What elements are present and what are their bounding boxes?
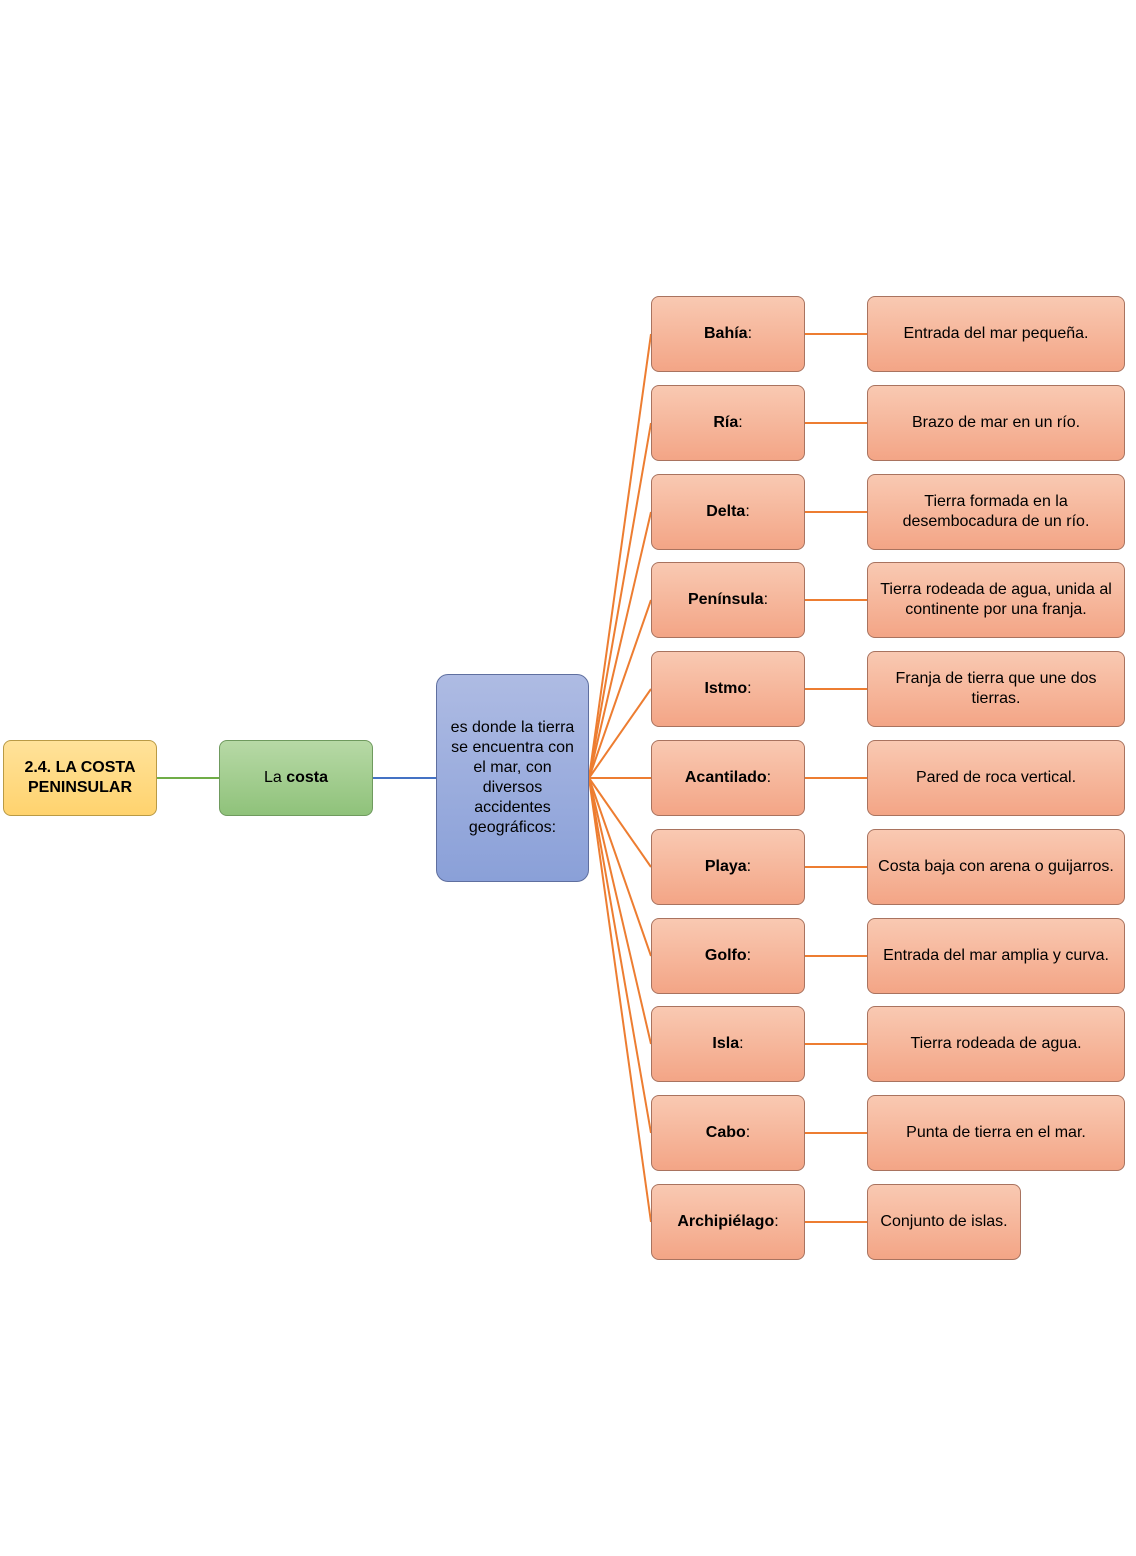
definition-text: Brazo de mar en un río. (911, 414, 1081, 431)
definition-text: Pared de roca vertical. (915, 769, 1077, 786)
term-suffix: : (738, 414, 743, 431)
branch-line (588, 422, 652, 779)
term-suffix: : (747, 325, 753, 342)
term-node: Istmo: (651, 651, 805, 727)
term-node: Bahía: (651, 296, 805, 372)
root-label: 2.4. LA COSTA PENINSULAR (24, 759, 136, 796)
term-label: Ría: (713, 413, 742, 433)
term-node: Golfo: (651, 918, 805, 994)
description-node: es donde la tierra se encuentra con el m… (436, 674, 589, 882)
definition-text: Costa baja con arena o guijarros. (878, 858, 1114, 875)
branch-line (588, 777, 652, 868)
definition-node: Conjunto de islas. (867, 1184, 1021, 1260)
term-label: Acantilado: (685, 768, 771, 788)
concept-prefix: La (263, 769, 287, 786)
term-node: Península: (651, 562, 805, 638)
term-suffix: : (746, 858, 752, 875)
term-name: Archipiélago (677, 1213, 775, 1230)
branch-line (588, 777, 652, 1045)
term-suffix: : (745, 503, 750, 520)
definition-text: Tierra formada en la desembocadura de un… (902, 493, 1090, 530)
term-name: Isla (712, 1035, 740, 1052)
root-node: 2.4. LA COSTA PENINSULAR (3, 740, 157, 816)
definition-node: Entrada del mar pequeña. (867, 296, 1125, 372)
term-name: Península (687, 591, 764, 608)
definition-node: Franja de tierra que une dos tierras. (867, 651, 1125, 727)
term-name: Acantilado (684, 769, 767, 786)
term-label: Isla: (712, 1034, 743, 1054)
branch-line (588, 599, 652, 779)
term-node: Acantilado: (651, 740, 805, 816)
term-node: Playa: (651, 829, 805, 905)
definition-text: Tierra rodeada de agua, unida al contine… (880, 581, 1112, 618)
concept-keyword: costa (286, 769, 329, 786)
definition-text: Entrada del mar amplia y curva. (883, 947, 1109, 964)
term-name: Delta (706, 503, 746, 520)
branch-line (588, 511, 652, 779)
term-label: Cabo: (706, 1123, 750, 1143)
term-suffix: : (746, 947, 752, 964)
term-suffix: : (747, 680, 752, 697)
term-name: Bahía (703, 325, 748, 342)
term-suffix: : (763, 591, 769, 608)
definition-text: Tierra rodeada de agua. (910, 1035, 1082, 1052)
term-name: Istmo (704, 680, 748, 697)
branch-line (588, 333, 652, 779)
term-name: Cabo (705, 1124, 746, 1141)
definition-node: Entrada del mar amplia y curva. (867, 918, 1125, 994)
concept-label: La costa (264, 768, 328, 788)
term-label: Playa: (705, 857, 751, 877)
term-suffix: : (745, 1124, 751, 1141)
term-suffix: : (774, 1213, 779, 1230)
definition-node: Costa baja con arena o guijarros. (867, 829, 1125, 905)
branch-line (588, 777, 652, 1134)
term-node: Archipiélago: (651, 1184, 805, 1260)
term-node: Isla: (651, 1006, 805, 1082)
definition-text: Entrada del mar pequeña. (903, 325, 1089, 342)
term-suffix: : (739, 1035, 744, 1052)
definition-node: Tierra rodeada de agua. (867, 1006, 1125, 1082)
term-name: Golfo (704, 947, 747, 964)
definition-text: Punta de tierra en el mar. (906, 1124, 1086, 1141)
term-label: Delta: (706, 502, 750, 522)
branch-line (588, 777, 652, 1223)
branch-line (588, 777, 652, 957)
term-label: Istmo: (704, 679, 751, 699)
branch-line (588, 688, 652, 779)
term-label: Golfo: (705, 946, 751, 966)
definition-text: Conjunto de islas. (880, 1213, 1008, 1230)
term-node: Cabo: (651, 1095, 805, 1171)
term-node: Ría: (651, 385, 805, 461)
term-label: Archipiélago: (677, 1212, 778, 1232)
description-text: es donde la tierra se encuentra con el m… (450, 719, 575, 836)
definition-node: Punta de tierra en el mar. (867, 1095, 1125, 1171)
term-name: Playa (704, 858, 747, 875)
definition-node: Tierra rodeada de agua, unida al contine… (867, 562, 1125, 638)
term-suffix: : (766, 769, 772, 786)
definition-node: Pared de roca vertical. (867, 740, 1125, 816)
concept-node: La costa (219, 740, 373, 816)
term-label: Bahía: (704, 324, 752, 344)
definition-node: Tierra formada en la desembocadura de un… (867, 474, 1125, 550)
definition-node: Brazo de mar en un río. (867, 385, 1125, 461)
term-node: Delta: (651, 474, 805, 550)
definition-text: Franja de tierra que une dos tierras. (895, 670, 1097, 707)
term-name: Ría (713, 414, 739, 431)
term-label: Península: (688, 590, 768, 610)
